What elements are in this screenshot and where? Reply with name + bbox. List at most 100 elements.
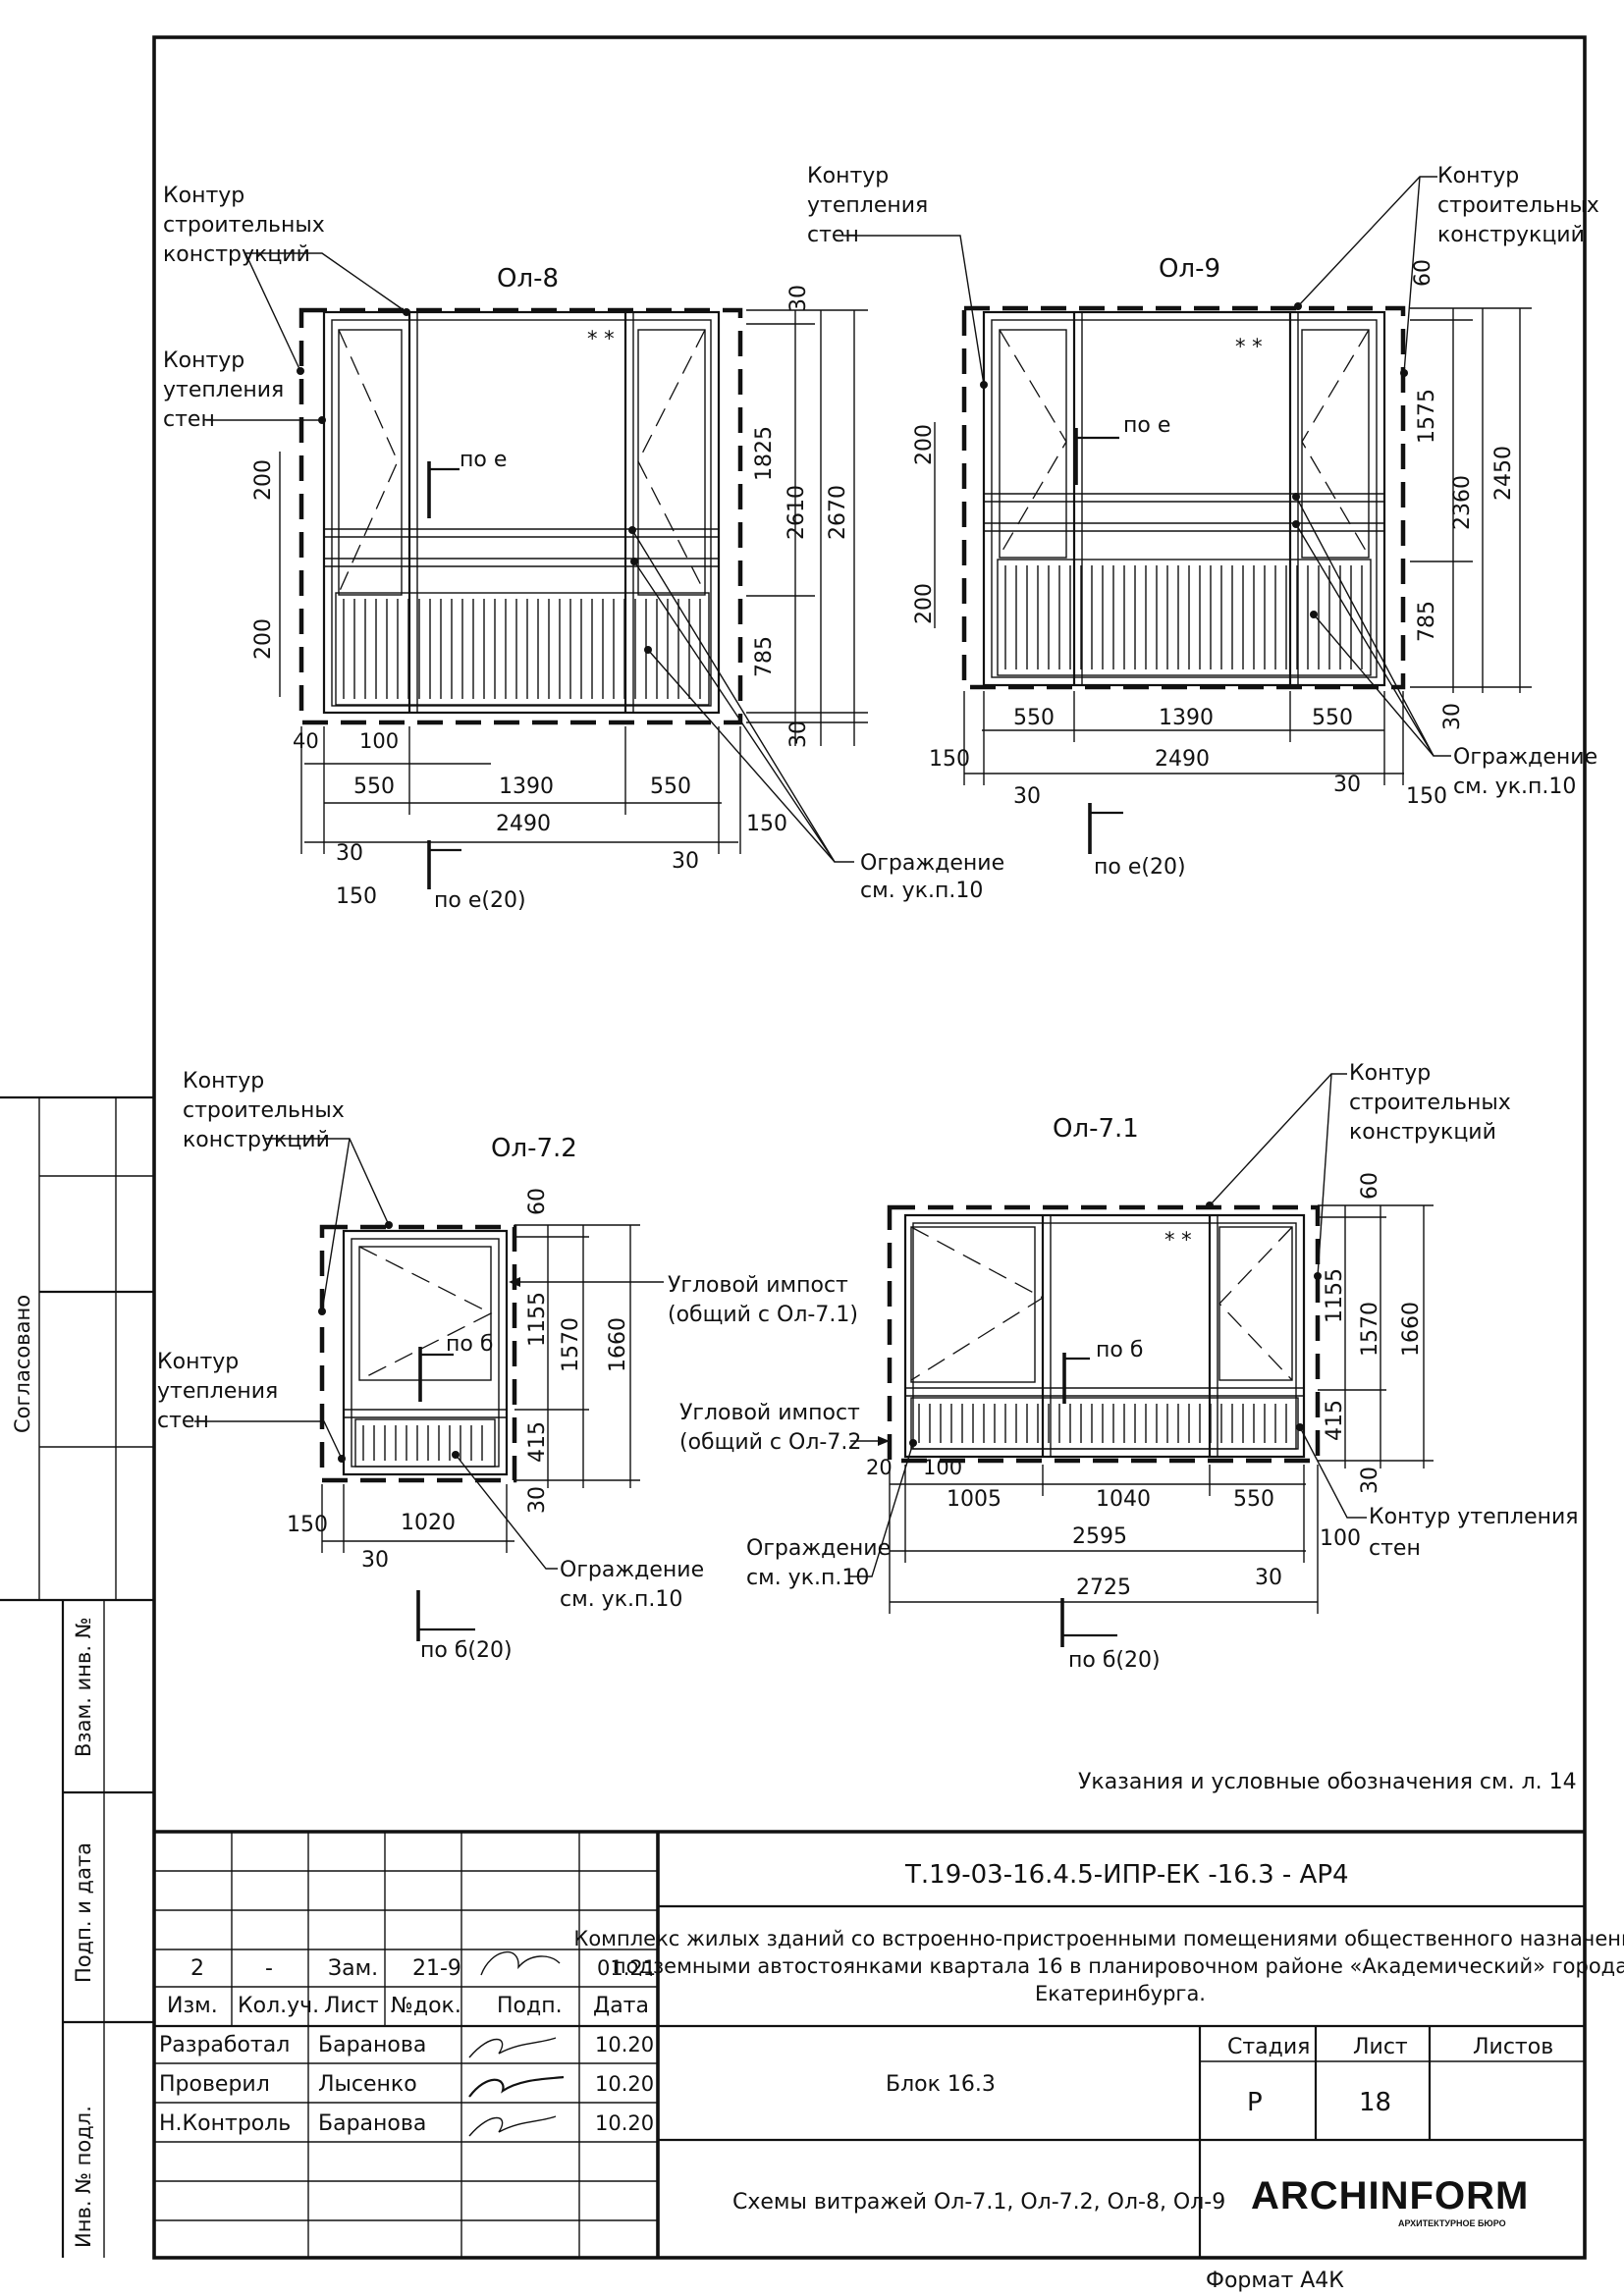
side-label-inv: Инв. № подл. [72, 2106, 95, 2248]
svg-text:1660: 1660 [1399, 1302, 1424, 1357]
svg-text:1570: 1570 [559, 1317, 583, 1372]
svg-text:конструкций: конструкций [1437, 223, 1585, 247]
svg-text:100: 100 [1320, 1526, 1361, 1551]
svg-text:№док.: №док. [391, 1994, 461, 2018]
svg-text:Екатеринбурга.: Екатеринбурга. [1035, 1982, 1206, 2005]
svg-text:2670: 2670 [826, 485, 850, 540]
svg-text:Комплекс жилых зданий со встро: Комплекс жилых зданий со встроенно-прист… [573, 1927, 1624, 1950]
svg-text:утепления: утепления [807, 193, 928, 218]
svg-text:конструкций: конструкций [163, 242, 310, 267]
svg-text:1390: 1390 [1159, 706, 1214, 730]
svg-text:конструкций: конструкций [183, 1128, 330, 1152]
svg-text:60: 60 [1411, 259, 1435, 287]
svg-text:200: 200 [251, 618, 276, 660]
svg-text:150: 150 [929, 747, 970, 772]
svg-text:415: 415 [525, 1421, 550, 1463]
svg-text:Лысенко: Лысенко [318, 2072, 417, 2097]
section-mark-bottom: по е(20) [1094, 855, 1186, 880]
svg-text:2360: 2360 [1450, 475, 1475, 530]
svg-text:Баранова: Баранова [318, 2033, 426, 2057]
svg-text:* *: * * [587, 327, 615, 350]
svg-text:30: 30 [361, 1548, 389, 1573]
svg-text:785: 785 [752, 636, 777, 677]
section-mark: по е [460, 448, 507, 472]
svg-text:см. ук.п.10: см. ук.п.10 [560, 1587, 682, 1612]
window-ol-7-1: Ол-7.1 * * по б по б(20) 60 1155 1570 16… [866, 1114, 1434, 1673]
svg-text:1020: 1020 [401, 1511, 456, 1535]
window-ol-7-2: Ол-7.2 по б по б(20) 60 1155 1570 1660 4… [287, 1134, 640, 1663]
window-title: Ол-8 [497, 264, 559, 294]
side-label-podp: Подп. и дата [72, 1842, 95, 1983]
svg-text:см. ук.п.10: см. ук.п.10 [1453, 774, 1576, 799]
svg-text:стен: стен [1369, 1536, 1421, 1561]
svg-text:Разработал: Разработал [159, 2033, 290, 2057]
section-mark-bottom: по б(20) [1068, 1648, 1161, 1673]
svg-text:Баранова: Баранова [318, 2111, 426, 2136]
section-mark: по е [1123, 413, 1170, 438]
callouts-ol-9: Контур утепления стен Контур строительны… [807, 164, 1599, 799]
sheet-number: 18 [1359, 2088, 1391, 2117]
svg-text:785: 785 [1415, 601, 1439, 642]
svg-text:-: - [265, 1956, 273, 1981]
svg-text:* *: * * [1235, 335, 1263, 358]
svg-text:Контур: Контур [163, 348, 244, 373]
svg-text:200: 200 [912, 424, 937, 465]
general-note: Указания и условные обозначения см. л. 1… [1078, 1770, 1577, 1794]
svg-text:60: 60 [1358, 1172, 1382, 1200]
svg-text:1390: 1390 [499, 774, 554, 799]
svg-text:конструкций: конструкций [1349, 1120, 1496, 1145]
svg-text:550: 550 [1233, 1487, 1274, 1512]
svg-text:Лист: Лист [324, 1994, 379, 2018]
window-title: Ол-7.1 [1053, 1114, 1139, 1144]
svg-text:30: 30 [1333, 773, 1361, 797]
svg-text:2490: 2490 [1155, 747, 1210, 772]
svg-text:40: 40 [293, 729, 319, 753]
section-mark: по б [1096, 1338, 1143, 1362]
svg-text:200: 200 [912, 583, 937, 624]
svg-text:Ограждение: Ограждение [746, 1536, 891, 1561]
svg-text:1040: 1040 [1096, 1487, 1151, 1512]
svg-text:Изм.: Изм. [167, 1994, 218, 2018]
svg-text:Н.Контроль: Н.Контроль [159, 2111, 291, 2136]
svg-text:см. ук.п.10: см. ук.п.10 [746, 1566, 869, 1590]
svg-text:(общий с Ол-7.1): (общий с Ол-7.1) [668, 1303, 858, 1327]
section-mark: по б [446, 1332, 493, 1357]
svg-text:30: 30 [336, 841, 363, 866]
company-logo-sub: АРХИТЕКТУРНОЕ БЮРО [1398, 2218, 1506, 2228]
svg-text:2610: 2610 [785, 485, 809, 540]
svg-text:30: 30 [1013, 784, 1041, 809]
svg-text:415: 415 [1323, 1400, 1347, 1441]
svg-text:Контур: Контур [163, 184, 244, 208]
svg-text:1575: 1575 [1415, 389, 1439, 444]
svg-text:30: 30 [786, 721, 811, 748]
svg-text:Подп.: Подп. [497, 1994, 563, 2018]
svg-text:30: 30 [1358, 1467, 1382, 1494]
svg-text:60: 60 [525, 1188, 550, 1215]
svg-text:Контур утепления: Контур утепления [1369, 1505, 1579, 1529]
svg-text:утепления: утепления [157, 1379, 278, 1404]
svg-text:550: 550 [353, 774, 395, 799]
svg-text:Стадия: Стадия [1227, 2035, 1310, 2059]
svg-text:1155: 1155 [525, 1292, 550, 1347]
svg-text:30: 30 [1440, 703, 1465, 730]
svg-text:20: 20 [866, 1456, 893, 1479]
sheet-frame: Согласовано Взам. инв. № Подп. и дата Ин… [0, 35, 1587, 2260]
svg-text:Контур: Контур [1437, 164, 1519, 188]
svg-text:см. ук.п.10: см. ук.п.10 [860, 879, 983, 903]
svg-text:21-9: 21-9 [412, 1956, 461, 1981]
svg-text:Угловой импост: Угловой импост [679, 1401, 860, 1425]
svg-text:строительных: строительных [183, 1098, 345, 1123]
svg-text:150: 150 [746, 812, 787, 836]
svg-text:150: 150 [287, 1513, 328, 1537]
svg-text:550: 550 [1312, 706, 1353, 730]
sheet-format: Формат А4К [1206, 2269, 1344, 2293]
svg-text:200: 200 [251, 459, 276, 501]
svg-text:10.20: 10.20 [595, 2111, 654, 2135]
svg-text:1570: 1570 [1358, 1302, 1382, 1357]
callouts-ol-7-2: Контур строительных конструкций Контур у… [157, 1069, 858, 1612]
section-mark-bottom: по б(20) [420, 1638, 513, 1663]
svg-text:2595: 2595 [1072, 1524, 1127, 1549]
title-block: 2 - Зам. 21-9 01.21 Изм. Кол.уч. Лист №д… [154, 1830, 1624, 2293]
svg-text:Зам.: Зам. [328, 1956, 378, 1981]
